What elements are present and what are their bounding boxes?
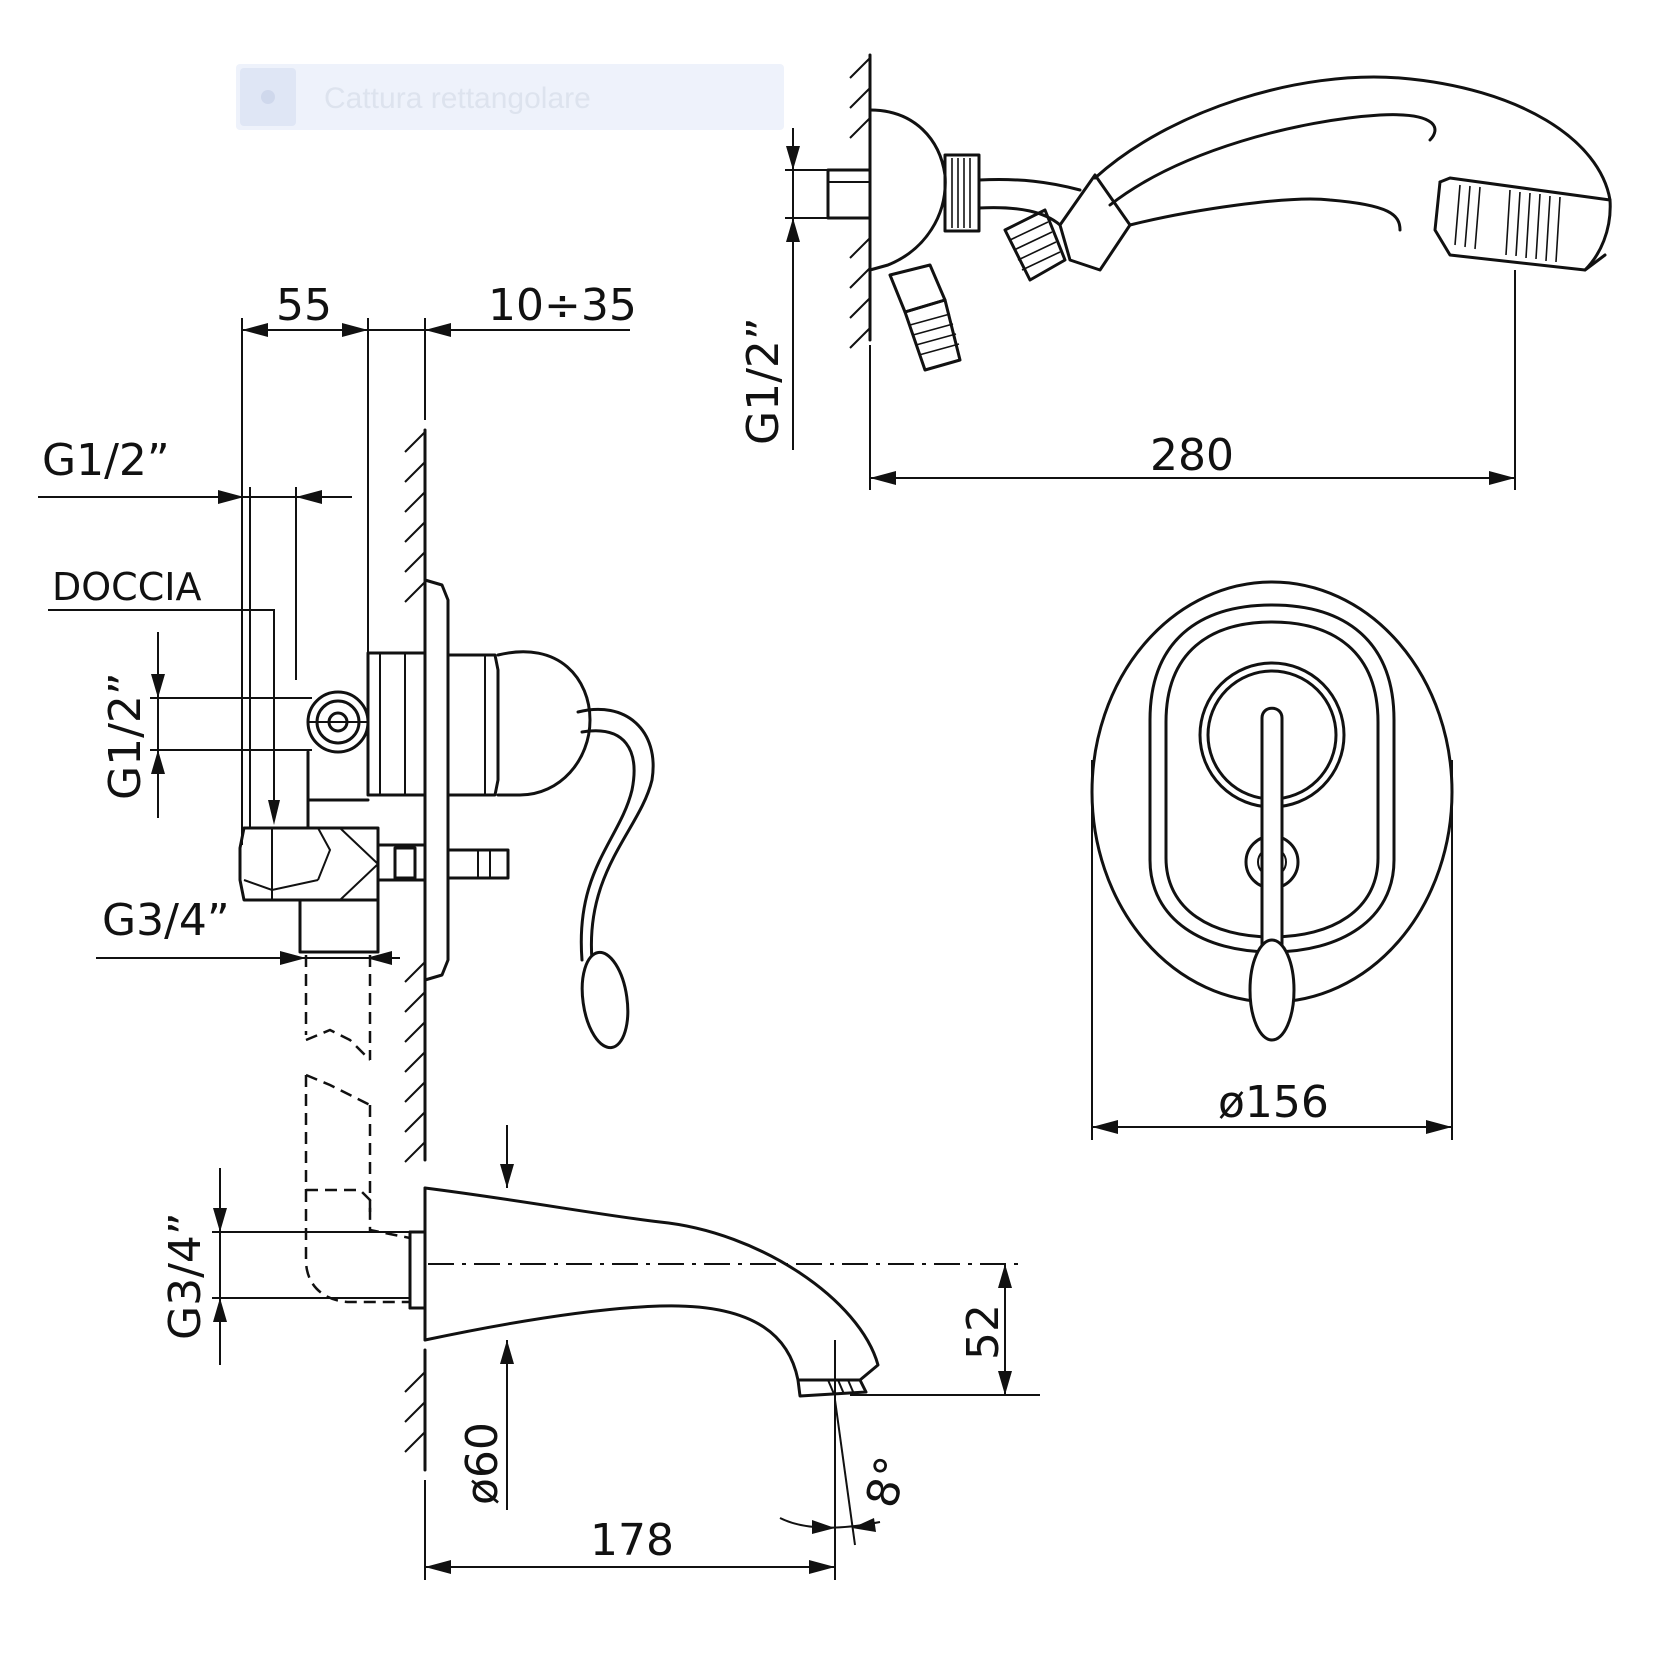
wall-hatching — [404, 428, 427, 1472]
mixer-front-view: ø156 — [1090, 580, 1454, 1140]
g12-vertical-left-label: G1/2” — [100, 672, 151, 800]
dimension-g34-vertical: G3/4” — [160, 1168, 410, 1365]
mixer-body — [238, 578, 655, 1050]
doccia-label: DOCCIA — [52, 565, 201, 609]
dimension-52: 52 — [850, 1264, 1040, 1396]
capture-label: Cattura rettangolare — [324, 82, 591, 115]
bath-spout — [423, 1186, 1020, 1398]
dimension-g12-vertical-shower: G1/2” — [738, 128, 828, 450]
dimension-angle-8: 8° — [779, 1399, 919, 1546]
angle-8-label: 8° — [856, 1451, 918, 1512]
dim-178-label: 178 — [590, 1515, 674, 1566]
dimension-280: 280 — [869, 270, 1516, 490]
dim-55-label: 55 — [276, 280, 332, 331]
dimension-dia-156: ø156 — [1091, 760, 1453, 1140]
dimension-55: 55 — [241, 280, 369, 845]
capture-overlay: Cattura rettangolare — [236, 64, 784, 130]
g12-top-label: G1/2” — [42, 435, 170, 486]
dimension-g34-left: G3/4” — [96, 895, 400, 965]
dia-60-label: ø60 — [457, 1422, 508, 1505]
doccia-callout: DOCCIA — [48, 565, 280, 825]
dimension-g12-vertical-left: G1/2” — [100, 632, 312, 818]
dim-52-label: 52 — [958, 1304, 1009, 1360]
hand-shower-view: G1/2” 280 — [738, 53, 1612, 490]
dimension-10-35: 10÷35 — [368, 280, 637, 420]
dimension-dia-60: ø60 — [457, 1125, 514, 1510]
g12-vertical-shower-label: G1/2” — [738, 317, 789, 445]
dashed-pipe — [304, 955, 427, 1310]
dim-10-35-label: 10÷35 — [488, 280, 637, 331]
dim-280-label: 280 — [1150, 430, 1234, 481]
dia-156-label: ø156 — [1218, 1077, 1329, 1128]
g34-left-label: G3/4” — [102, 895, 230, 946]
dimension-178: 178 — [424, 1340, 836, 1580]
dimension-g12-top: G1/2” — [38, 435, 352, 828]
mixer-side-view: 55 10÷35 G1/2” DOCCIA — [38, 280, 1040, 1580]
g34-vertical-label: G3/4” — [160, 1212, 211, 1340]
